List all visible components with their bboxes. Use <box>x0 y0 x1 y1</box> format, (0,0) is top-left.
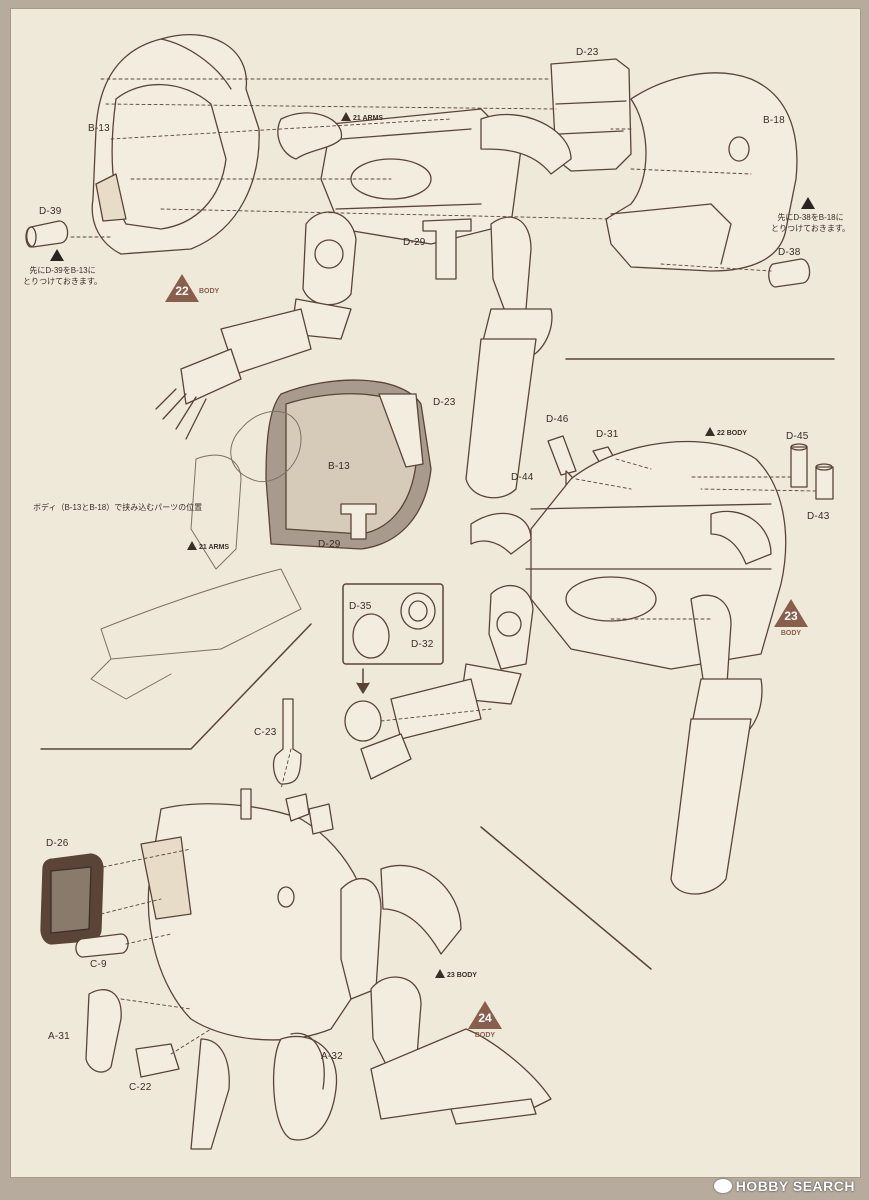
step-triangle-icon <box>774 599 808 627</box>
part-c22 <box>135 1043 180 1078</box>
step-badge-23: 23 BODY <box>774 599 808 637</box>
assembly-illustrations <box>25 34 835 1150</box>
part-b18-shell <box>605 72 798 272</box>
part-d46 <box>547 435 577 476</box>
note-d38: 先にD-38をB-18に とりつけておきます。 <box>771 213 851 233</box>
part-c9 <box>75 933 129 958</box>
ref-text: ARMS <box>208 544 230 551</box>
part-d29 <box>422 218 472 280</box>
part-label-d31: D-31 <box>596 429 619 440</box>
part-label-c23: C-23 <box>254 727 277 738</box>
ref-arms-top: 21 ARMS <box>341 112 383 122</box>
part-label-d23: D-23 <box>576 47 599 58</box>
ref-number: 22 <box>717 430 725 437</box>
part-d43 <box>815 466 834 500</box>
part-label-d26: D-26 <box>46 838 69 849</box>
ref-text: BODY <box>726 430 747 437</box>
part-d39 <box>26 220 69 248</box>
part-d45 <box>790 446 808 488</box>
part-d38 <box>768 258 811 288</box>
step-triangle-icon <box>468 1001 502 1029</box>
step-caption: BODY <box>474 1032 496 1039</box>
part-label-d39: D-39 <box>39 206 62 217</box>
instruction-sheet: B-13 D-23 B-18 D-39 D-38 D-29 D-23 B-13 … <box>10 8 861 1178</box>
part-label-d43: D-43 <box>807 511 830 522</box>
ref-body-bottom: 23 BODY <box>435 969 477 979</box>
part-a32 <box>290 1032 325 1090</box>
part-label-c9: C-9 <box>90 959 107 970</box>
part-label-b13: B-13 <box>88 123 110 134</box>
hobby-search-logo-icon <box>713 1179 732 1193</box>
part-label-d38: D-38 <box>778 247 801 258</box>
watermark: HOBBY SEARCH <box>713 1178 855 1194</box>
part-label-d46: D-46 <box>546 414 569 425</box>
part-label-d32: D-32 <box>411 639 434 650</box>
part-label-a31: A-31 <box>48 1031 70 1042</box>
step-triangle-icon <box>187 541 197 550</box>
step-triangle-icon <box>705 427 715 436</box>
part-label-d35: D-35 <box>349 601 372 612</box>
step-triangle-icon <box>165 274 199 302</box>
step-number: 24 <box>478 1011 492 1025</box>
step-triangle-icon <box>341 112 351 121</box>
note-pinched-parts: ボディ（B-13とB-18）で挟み込むパーツの位置 <box>33 503 203 512</box>
step-number: 22 <box>175 284 189 298</box>
warning-icon <box>801 197 815 209</box>
part-label-d29-mid: D-29 <box>318 539 341 550</box>
part-label-d23-mid: D-23 <box>433 397 456 408</box>
part-label-b13-mid: B-13 <box>328 461 350 472</box>
part-label-a32: A-32 <box>321 1051 343 1062</box>
warning-icon <box>50 249 64 261</box>
ref-body-top: 22 BODY <box>705 427 747 437</box>
part-label-d44: D-44 <box>511 472 534 483</box>
step-badge-24: 24 BODY <box>468 1001 502 1039</box>
part-a31 <box>85 989 122 1073</box>
step-badge-22: 22 BODY <box>165 274 219 304</box>
part-label-c22: C-22 <box>129 1082 152 1093</box>
step-caption: BODY <box>780 630 802 637</box>
watermark-text: HOBBY SEARCH <box>735 1178 855 1194</box>
ref-text: ARMS <box>362 115 384 122</box>
note-d39: 先にD-39をB-13に とりつけておきます。 <box>23 266 103 286</box>
part-b13-shell <box>91 34 260 255</box>
step-number: 23 <box>784 609 798 623</box>
ref-number: 23 <box>447 972 455 979</box>
ref-number: 21 <box>353 115 361 122</box>
part-label-d29: D-29 <box>403 237 426 248</box>
ref-text: BODY <box>456 972 477 979</box>
part-label-b18: B-18 <box>763 115 785 126</box>
part-label-d45: D-45 <box>786 431 809 442</box>
ref-number: 21 <box>199 544 207 551</box>
ref-arms-left: 21 ARMS <box>187 541 229 551</box>
part-c23 <box>272 698 302 785</box>
parts-box-d35-d32 <box>342 583 444 665</box>
step-triangle-icon <box>435 969 445 978</box>
step-caption: BODY <box>199 288 220 295</box>
